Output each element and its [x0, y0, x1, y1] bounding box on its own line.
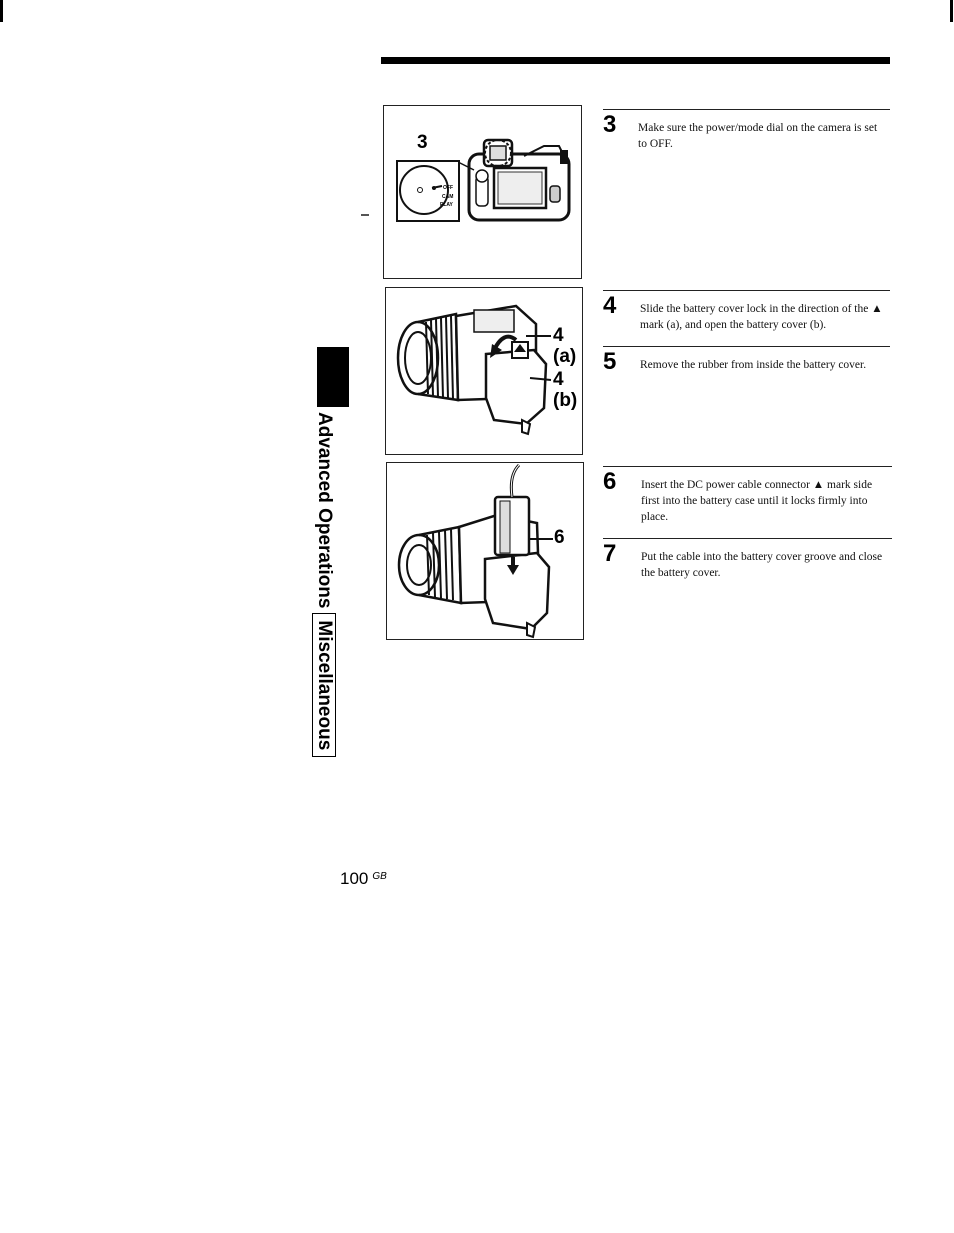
- step-3-text: Make sure the power/mode dial on the cam…: [638, 122, 878, 150]
- figure-label-4a-letter: (a): [553, 346, 577, 367]
- subsection-title: Miscellaneous: [312, 613, 336, 758]
- step-4-text: Slide the battery cover lock in the dire…: [640, 303, 883, 331]
- step-7-text: Put the cable into the battery cover gro…: [641, 551, 883, 579]
- step-5-rule: [603, 346, 890, 347]
- dial-label-cam: CAM: [442, 194, 453, 200]
- step-3-number: 3: [603, 111, 617, 138]
- figure-battery-cover: 4 (a) 4 (b): [385, 287, 583, 455]
- dial-label-off: OFF: [443, 185, 453, 191]
- figure-label-4b-num: 4: [553, 369, 564, 390]
- step-5-number: 5: [603, 348, 617, 375]
- right-edge-mark: [950, 0, 953, 22]
- page-number-suffix: GB: [372, 871, 387, 882]
- figure-dc-cable: 6: [386, 462, 584, 640]
- header-rule: [381, 57, 890, 64]
- step-7-number: 7: [603, 540, 617, 567]
- stray-mark: [361, 214, 369, 216]
- figure-power-dial: OFF CAM PLAY 3: [383, 105, 582, 279]
- camera-back-illustration: OFF CAM PLAY: [396, 138, 571, 222]
- step-7-rule: [603, 538, 892, 539]
- step-4-rule: [603, 290, 890, 291]
- step-6-rule: [603, 466, 892, 467]
- camera-side-illustration: [396, 304, 552, 436]
- figure-label-4b-letter: (b): [553, 390, 578, 411]
- step-5-text: Remove the rubber from inside the batter…: [640, 359, 867, 371]
- left-edge-mark: [0, 0, 3, 22]
- figure-label-3: 3: [417, 132, 428, 153]
- section-tab-block: [317, 347, 349, 407]
- step-6-number: 6: [603, 468, 617, 495]
- section-title: Advanced Operations: [314, 412, 335, 609]
- step-4-number: 4: [603, 292, 617, 319]
- step-3-rule: [603, 109, 890, 110]
- camera-cable-illustration: [397, 463, 553, 639]
- page-number-value: 100: [340, 869, 369, 888]
- dial-label-play: PLAY: [440, 202, 454, 208]
- figure-label-4a-num: 4: [553, 325, 564, 346]
- section-side-heading: Advanced Operations Miscellaneous: [312, 412, 336, 758]
- figure-label-6: 6: [554, 527, 565, 548]
- step-6-text: Insert the DC power cable connector ▲ ma…: [641, 479, 873, 523]
